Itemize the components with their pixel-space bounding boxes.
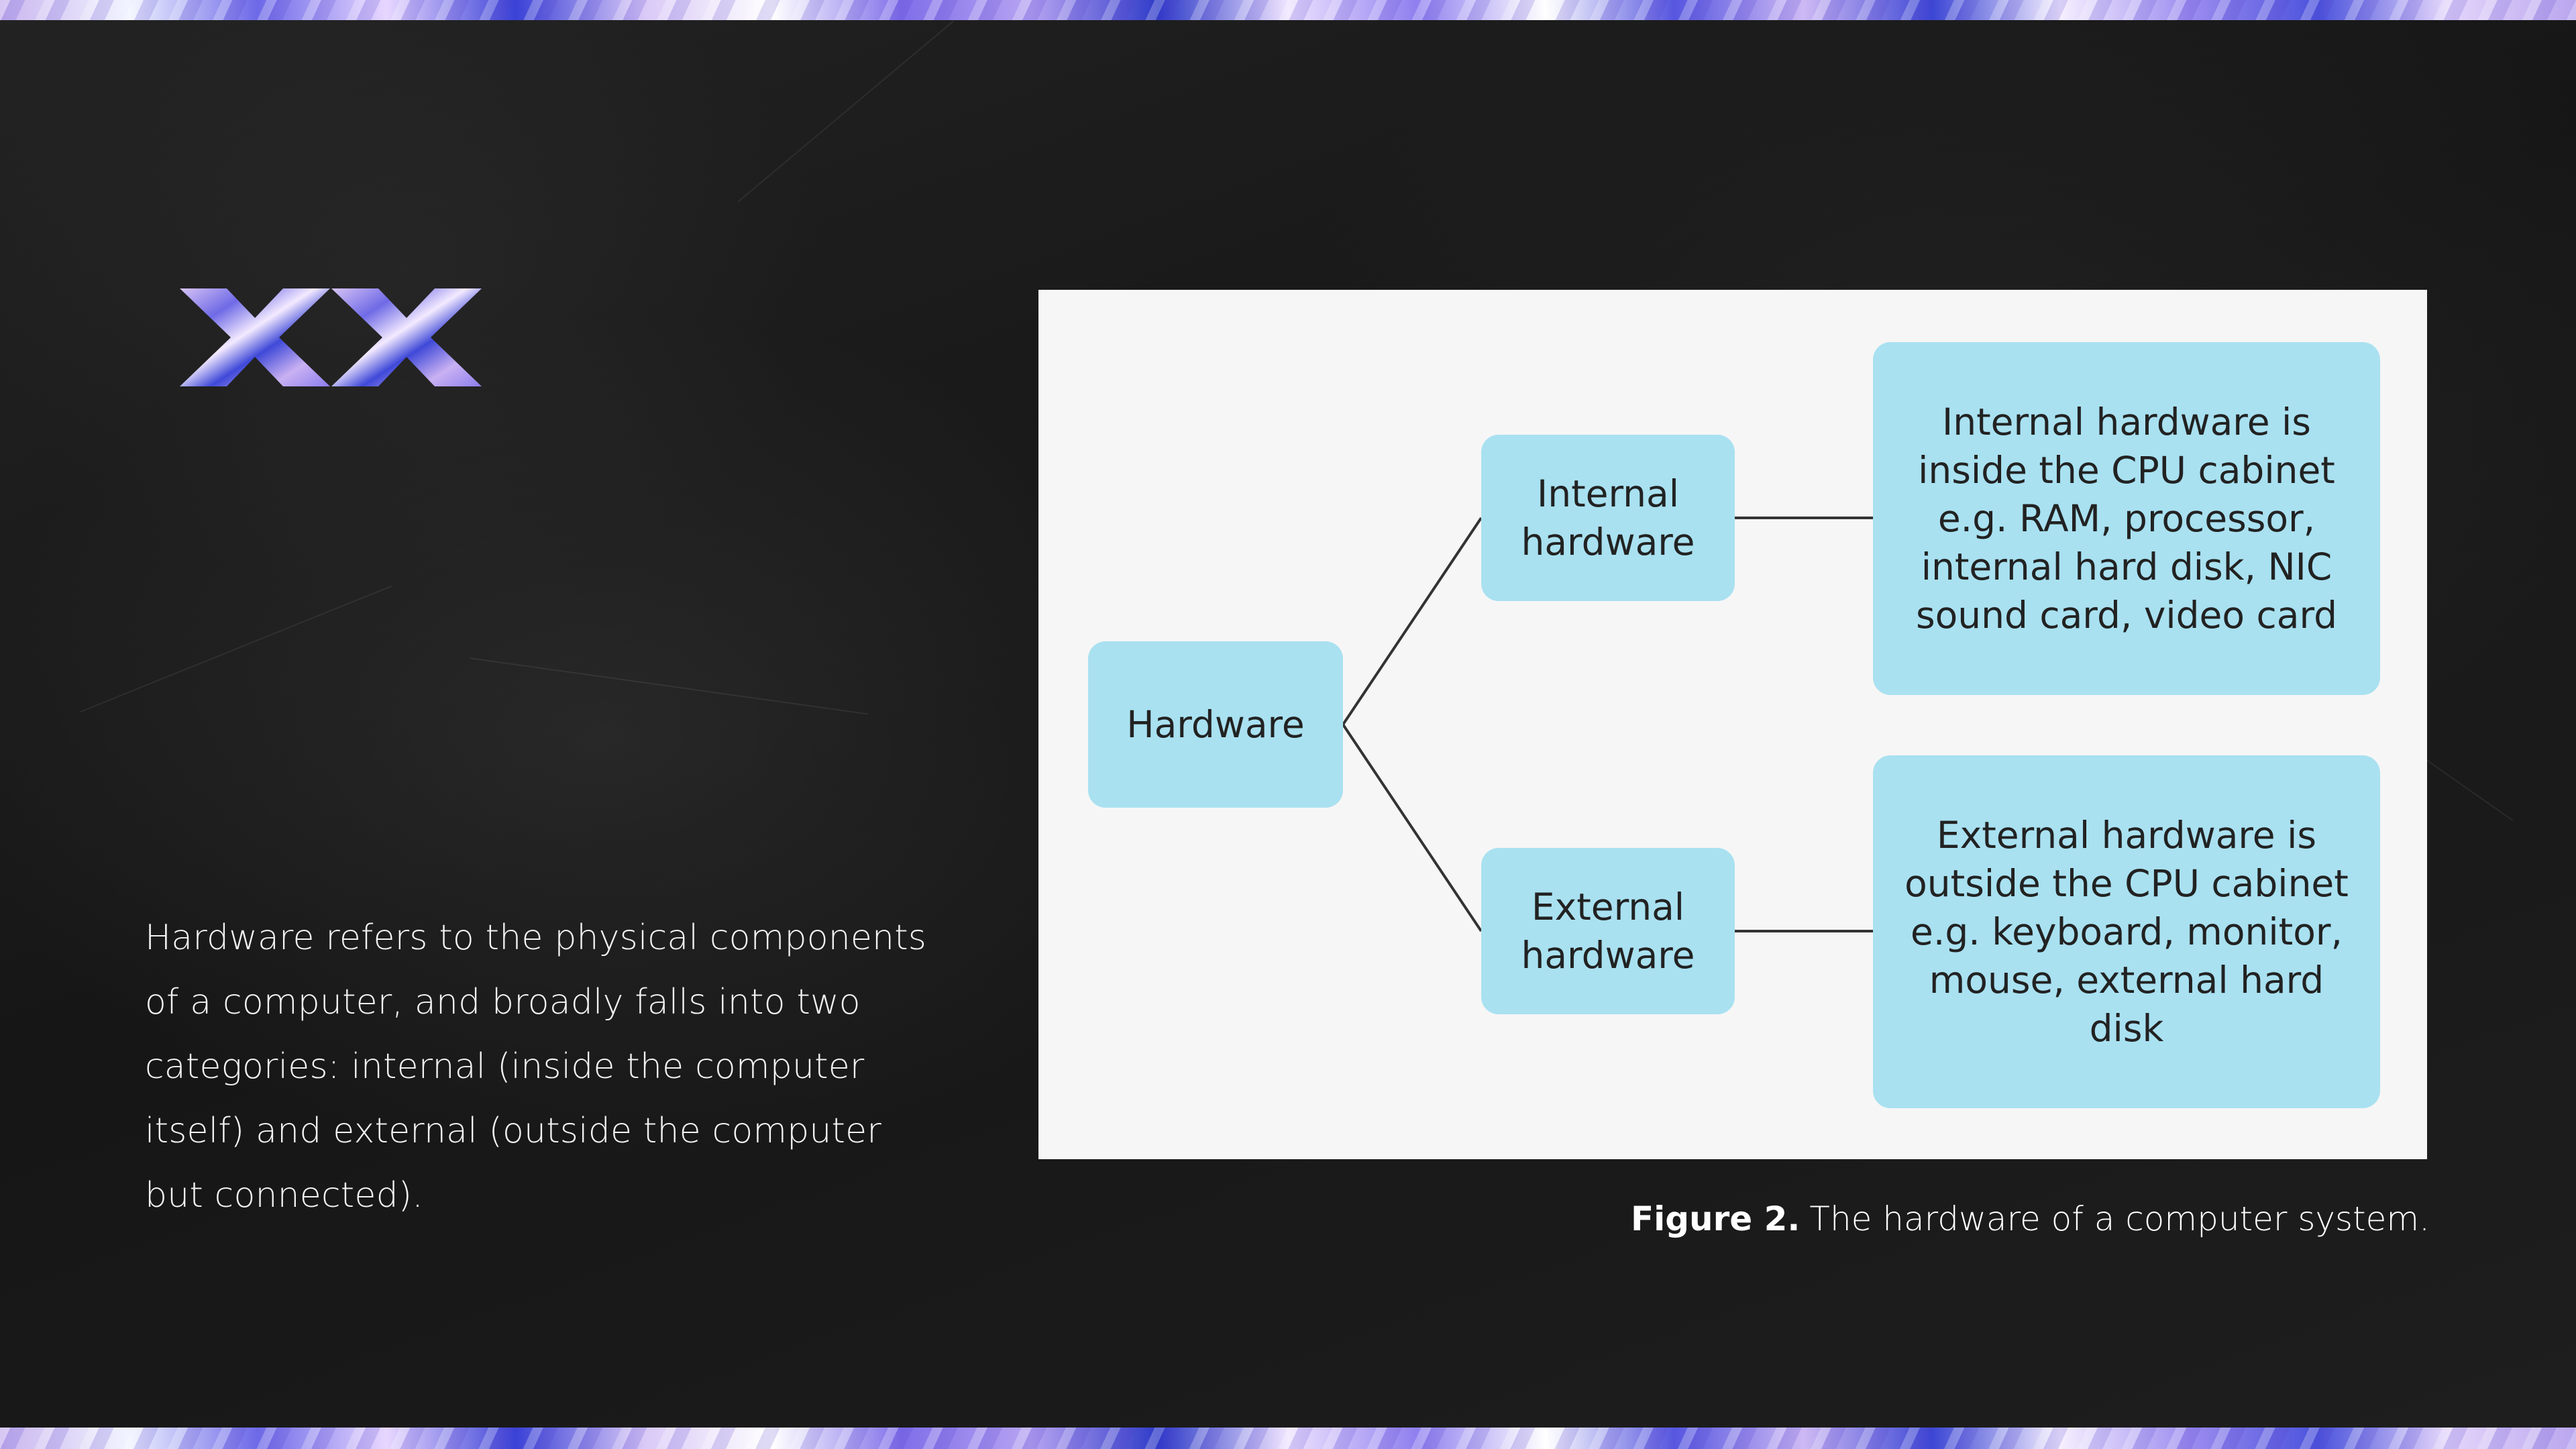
paper-crease [737, 20, 955, 203]
figure-caption: Figure 2.The hardware of a computer syst… [1631, 1195, 2430, 1242]
node-internal-detail: Internal hardware is inside the CPU cabi… [1873, 342, 2380, 695]
node-external-detail: External hardware is outside the CPU cab… [1873, 755, 2380, 1108]
paper-crease [469, 657, 869, 715]
connector-root-internal [1342, 517, 1483, 726]
xx-logo: XX [180, 288, 482, 386]
hardware-diagram: Hardware Internal hardware External hard… [1038, 290, 2427, 1159]
connector-root-external [1342, 723, 1483, 932]
diagram-connectors [1342, 517, 1873, 932]
paper-crease [80, 585, 392, 712]
decorative-top-band [0, 0, 2576, 20]
caption-label: Figure 2. [1630, 1199, 1801, 1238]
decorative-bottom-band [0, 1428, 2576, 1449]
description-text: Hardware refers to the physical componen… [145, 918, 927, 1216]
caption-text: The hardware of a computer system. [1809, 1199, 2430, 1238]
node-external-hardware: External hardware [1481, 848, 1735, 1014]
node-hardware: Hardware [1088, 641, 1343, 808]
node-internal-hardware: Internal hardware [1481, 435, 1735, 601]
